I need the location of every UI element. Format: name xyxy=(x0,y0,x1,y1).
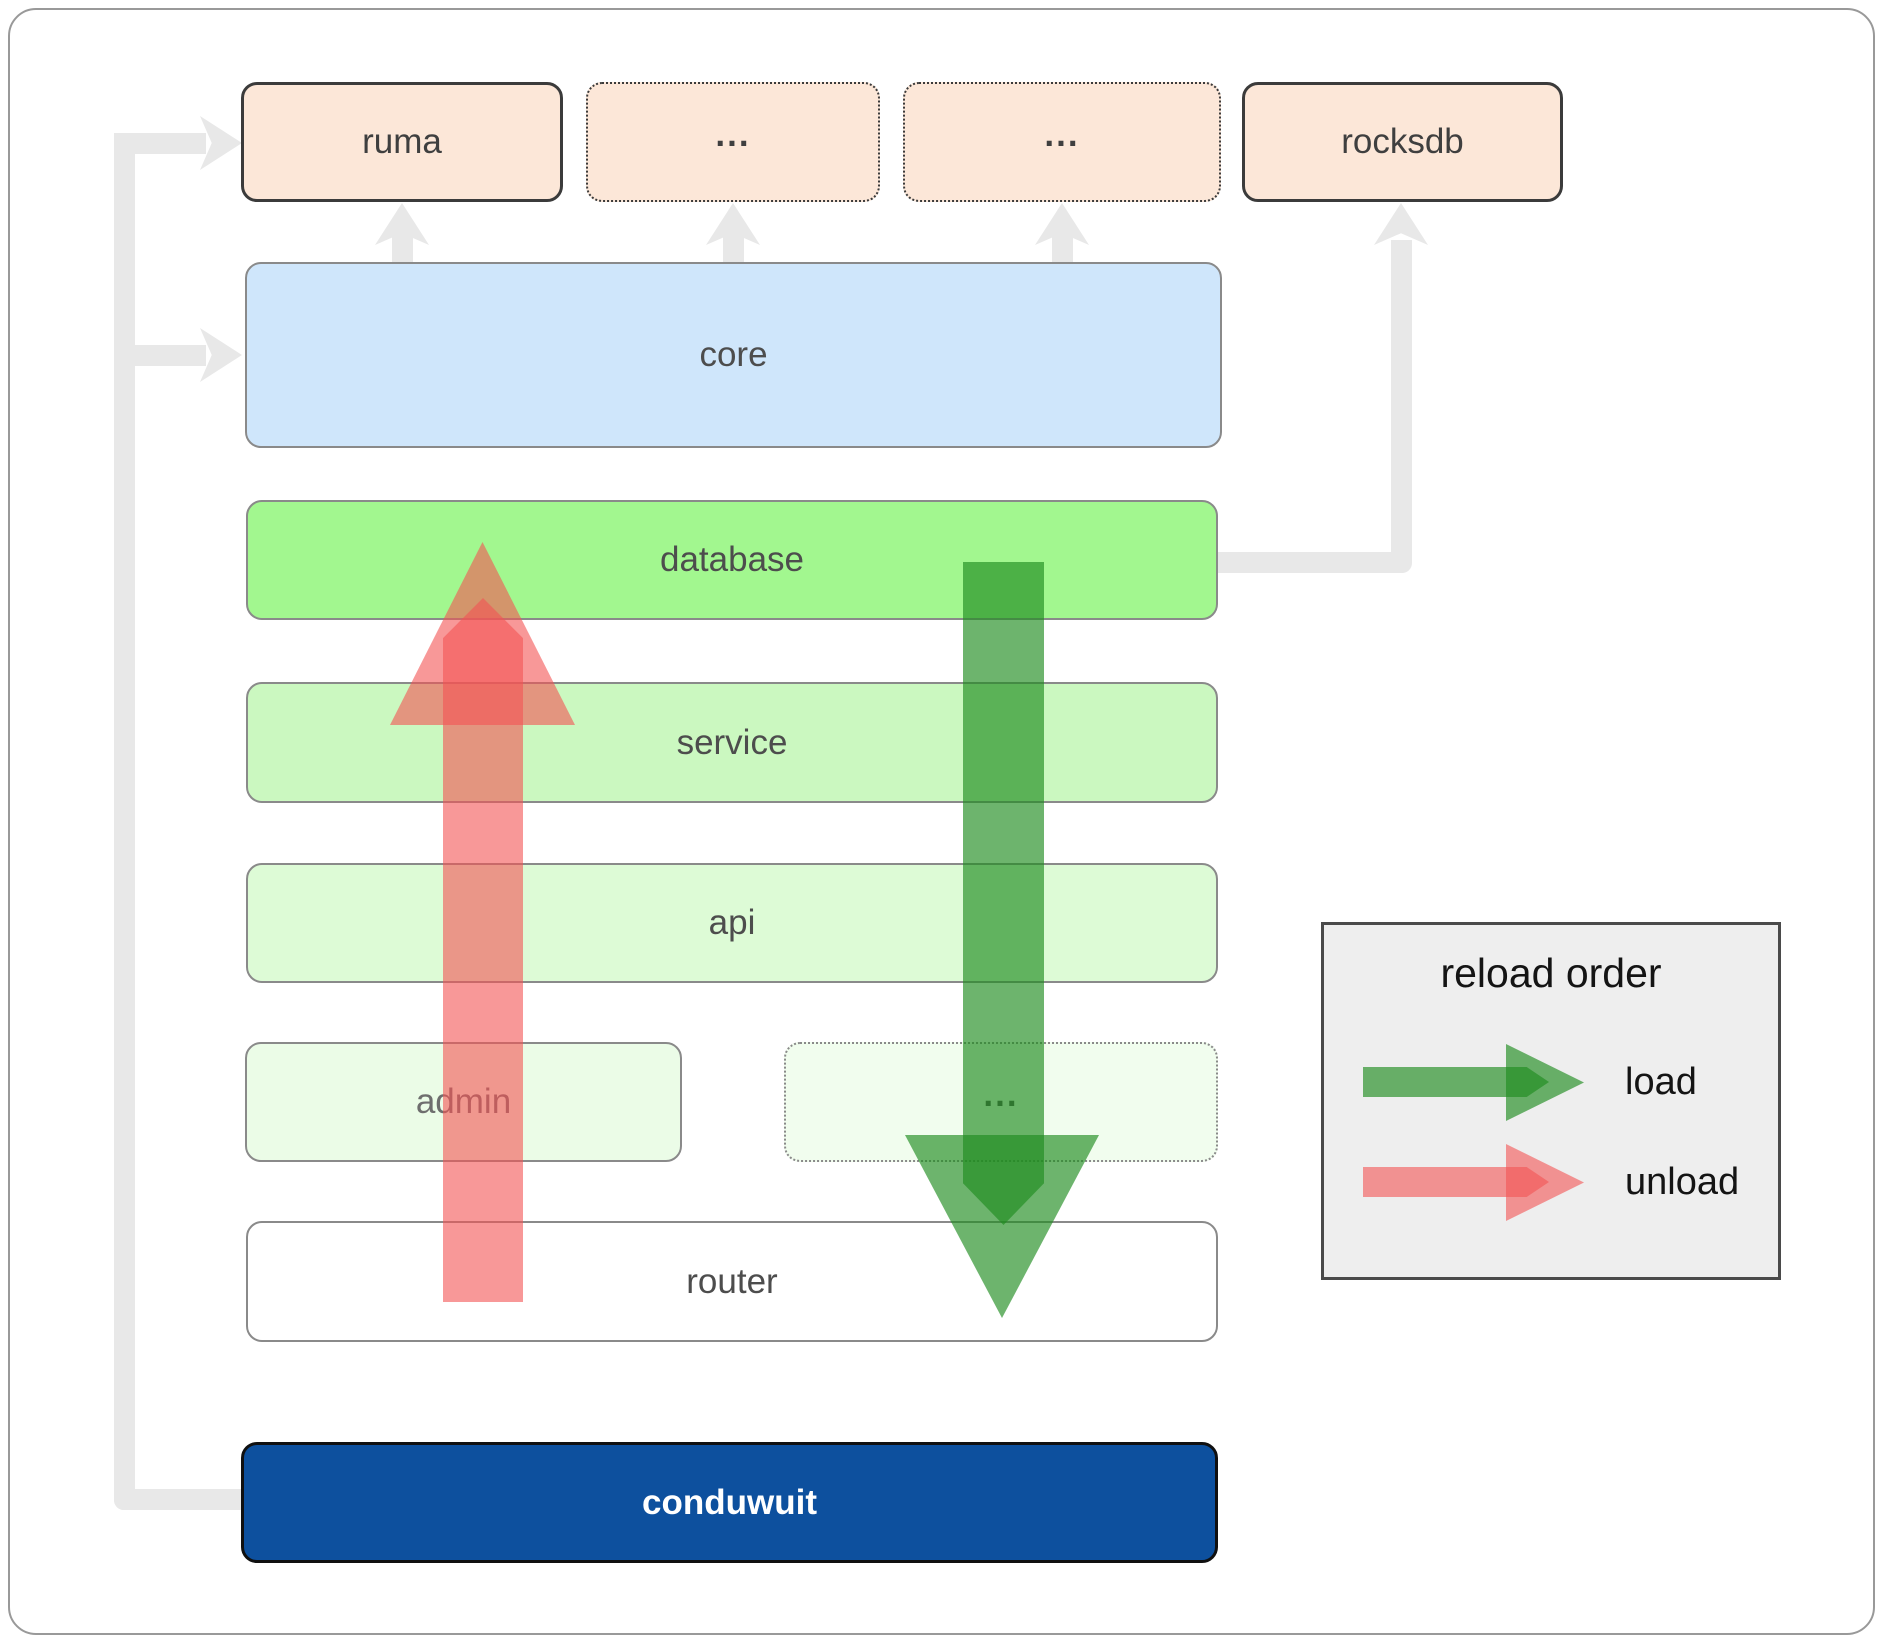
box-core: core xyxy=(245,262,1222,448)
connector-elbow-conduwuit xyxy=(114,1489,241,1510)
box-ellipsis-top-left-label: ... xyxy=(715,115,751,154)
box-service-label: service xyxy=(676,722,788,762)
box-api-label: api xyxy=(708,903,756,942)
connector-database-horizontal xyxy=(1218,552,1401,573)
box-core-label: core xyxy=(699,335,768,374)
box-api: api xyxy=(246,863,1218,983)
box-ruma-label: ruma xyxy=(362,122,442,161)
box-router-label: router xyxy=(686,1261,778,1301)
connector-core-to-ruma xyxy=(392,230,413,262)
box-database-label: database xyxy=(659,540,805,579)
box-ellipsis-top-right-label: ... xyxy=(1044,115,1080,154)
connector-stem-to-core xyxy=(114,345,206,366)
box-ellipsis-top-right: ... xyxy=(903,82,1221,202)
box-service: service xyxy=(246,682,1218,803)
page-frame xyxy=(8,8,1875,1635)
load-arrow-shaft xyxy=(963,562,1044,1225)
legend-title: reload order xyxy=(1440,950,1662,996)
box-rocksdb-label: rocksdb xyxy=(1341,122,1464,161)
box-conduwuit: conduwuit xyxy=(241,1442,1218,1563)
connector-core-to-ellipsis-left xyxy=(723,230,744,262)
box-conduwuit-label: conduwuit xyxy=(642,1482,817,1522)
legend-box xyxy=(1321,922,1781,1280)
legend-load-label: load xyxy=(1625,1060,1697,1103)
connector-core-to-ellipsis-right xyxy=(1052,230,1073,262)
box-database: database xyxy=(246,500,1218,620)
box-ellipsis-top-left: ... xyxy=(586,82,880,202)
box-router: router xyxy=(246,1221,1218,1342)
connector-stem-to-ruma xyxy=(114,133,206,154)
legend-unload-label: unload xyxy=(1625,1160,1740,1203)
connector-left-spine xyxy=(114,133,135,1510)
box-rocksdb: rocksdb xyxy=(1242,82,1563,202)
unload-arrow-shaft xyxy=(443,598,523,1302)
box-ruma: ruma xyxy=(241,82,563,202)
connector-database-to-rocksdb xyxy=(1391,240,1412,573)
